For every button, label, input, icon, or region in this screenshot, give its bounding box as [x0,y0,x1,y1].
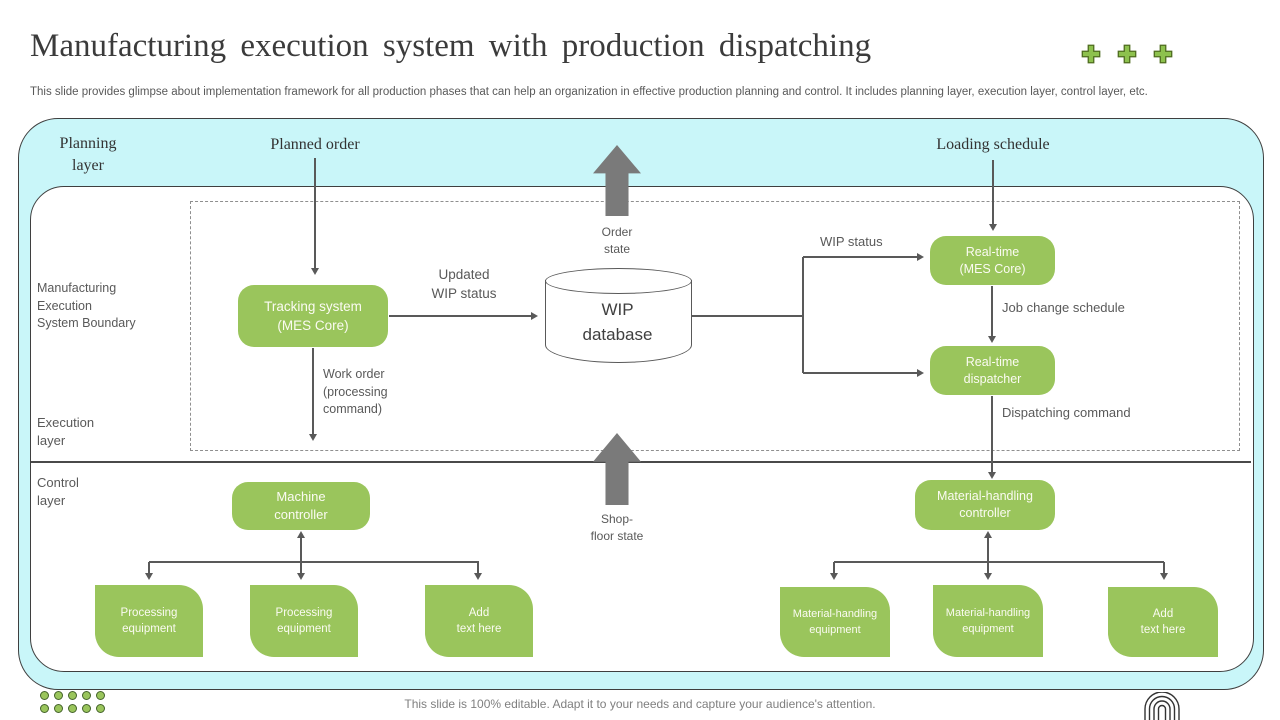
connector-drop [833,562,835,575]
footer-note: This slide is 100% editable. Adapt it to… [404,697,876,711]
arrowhead [308,434,317,441]
connector-tracking-to-db [389,315,535,317]
connector-planned-order [314,158,316,270]
mes-boundary-label: Manufacturing Execution System Boundary [37,281,136,330]
dot [96,704,105,713]
connector-branch-vertical [802,257,804,373]
arrowhead [983,531,992,538]
dispatching-command-label: Dispatching command [1002,405,1131,420]
connector-machine-controller [300,538,302,574]
node-material-handling-equipment-2[interactable]: Material-handling equipment [933,585,1043,657]
arrowhead [988,224,997,231]
arrowhead [829,573,838,580]
dot [82,704,91,713]
planned-order-label: Planned order [270,136,360,153]
dot [68,691,77,700]
page-title: Manufacturing execution system with prod… [30,28,872,64]
dot [40,704,49,713]
shop-floor-state-label: Shop- floor state [590,512,644,543]
wip-database-label: WIP database [582,300,653,344]
node-realtime-dispatcher[interactable]: Real-time dispatcher [930,346,1055,395]
node-material-handling-equipment-1[interactable]: Material-handling equipment [780,587,890,657]
connector-material-branch [834,561,1164,563]
decor-dots-grid [40,691,105,713]
connector-material-controller [987,538,989,574]
loading-schedule-label: Loading schedule [936,136,1050,153]
plus-icon[interactable] [1116,43,1138,65]
arrowhead [144,573,153,580]
dot [54,691,63,700]
arrowhead [531,311,538,320]
connector-db-branch [691,315,803,317]
node-tracking-system[interactable]: Tracking system (MES Core) [238,285,388,347]
connector-work-order [312,348,314,436]
arrowhead [983,573,992,580]
arrowhead [473,573,482,580]
connector-wip-status [803,256,921,258]
node-processing-equipment-2[interactable]: Processing equipment [250,585,358,657]
node-add-text-right[interactable]: Add text here [1108,587,1218,657]
work-order-label: Work order (processing command) [323,367,388,416]
arrowhead [296,531,305,538]
arrowhead [1159,573,1168,580]
connector-drop [1163,562,1165,575]
connector-to-dispatcher [803,372,921,374]
connector-drop [148,562,150,575]
dot [96,691,105,700]
connector-machine-branch [149,561,479,563]
control-layer-label: Control layer [37,475,79,508]
connector-loading-schedule [992,160,994,226]
slide-description: This slide provides glimpse about implem… [30,86,1148,98]
fingerprint-icon [1144,692,1180,720]
order-state-label: Order state [601,225,633,256]
execution-layer-label: Execution layer [37,415,95,448]
updated-wip-status-label: Updated WIP status [431,267,497,301]
connector-dispatching-command [991,396,993,474]
node-material-handling-controller[interactable]: Material-handling controller [915,480,1055,530]
arrowhead [310,268,319,275]
dot [82,691,91,700]
planning-layer-label: Planning layer [59,135,117,174]
arrowhead [987,472,996,479]
node-machine-controller[interactable]: Machine controller [232,482,370,530]
connector-drop [477,562,479,575]
plus-icon[interactable] [1080,43,1102,65]
arrowhead [296,573,305,580]
plus-icons-group [1080,43,1174,65]
node-processing-equipment-1[interactable]: Processing equipment [95,585,203,657]
node-add-text-left[interactable]: Add text here [425,585,533,657]
connector-job-change [991,286,993,338]
node-realtime-mes-core[interactable]: Real-time (MES Core) [930,236,1055,285]
mes-boundary-dashed-rect [190,201,1240,451]
arrowhead [917,252,924,261]
dot [54,704,63,713]
job-change-schedule-label: Job change schedule [1002,300,1125,315]
dot [40,691,49,700]
dot [68,704,77,713]
wip-status-label: WIP status [820,234,883,249]
arrowhead [917,368,924,377]
control-layer-divider [31,461,1251,463]
plus-icon[interactable] [1152,43,1174,65]
arrowhead [987,336,996,343]
wip-database-cylinder-top [545,268,692,294]
